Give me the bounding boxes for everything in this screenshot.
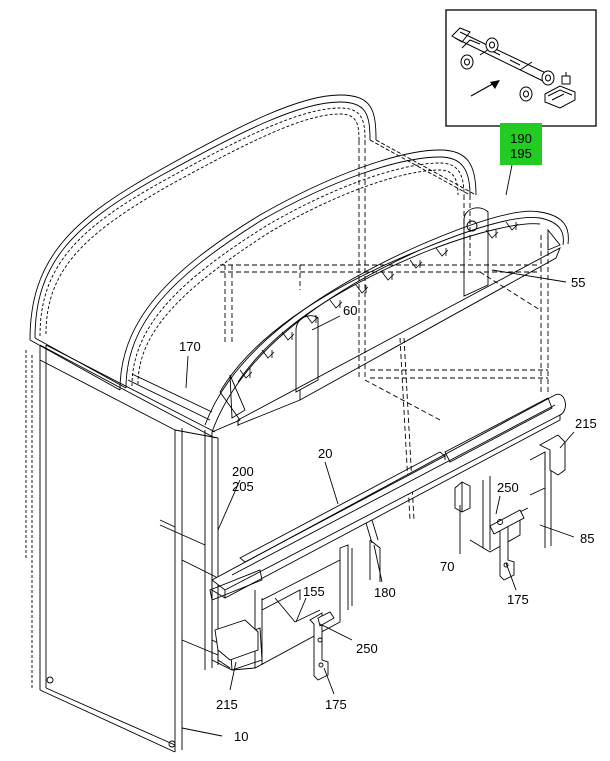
callout-labels: 55 60 170 20 200 205 215 250 85 70 175 1…: [179, 275, 597, 744]
callout-250-lower[interactable]: 250: [356, 641, 378, 656]
callout-85[interactable]: 85: [580, 531, 594, 546]
locator-inset: [445, 9, 597, 127]
callout-60[interactable]: 60: [343, 303, 357, 318]
callout-55[interactable]: 55: [571, 275, 585, 290]
callout-170[interactable]: 170: [179, 339, 201, 354]
callout-215-right[interactable]: 215: [575, 416, 597, 431]
callout-190: 190: [510, 131, 532, 146]
assembly-line-art: [25, 94, 569, 753]
highlighted-callout[interactable]: 190 195: [500, 123, 542, 165]
callout-155[interactable]: 155: [303, 584, 325, 599]
callout-20[interactable]: 20: [318, 446, 332, 461]
callout-10[interactable]: 10: [234, 729, 248, 744]
highlight-box: [500, 123, 542, 165]
callout-175-right[interactable]: 175: [507, 592, 529, 607]
callout-205[interactable]: 205: [232, 479, 254, 494]
callout-175-lower[interactable]: 175: [325, 697, 347, 712]
callout-180[interactable]: 180: [374, 585, 396, 600]
callout-200[interactable]: 200: [232, 464, 254, 479]
leader-lines: [181, 164, 575, 737]
direction-arrow-icon: [470, 80, 500, 97]
callout-215-lower[interactable]: 215: [216, 697, 238, 712]
callout-250-right[interactable]: 250: [497, 480, 519, 495]
vehicle-chassis-locator-icon: [451, 27, 576, 109]
callout-70[interactable]: 70: [440, 559, 454, 574]
callout-195: 195: [510, 146, 532, 161]
